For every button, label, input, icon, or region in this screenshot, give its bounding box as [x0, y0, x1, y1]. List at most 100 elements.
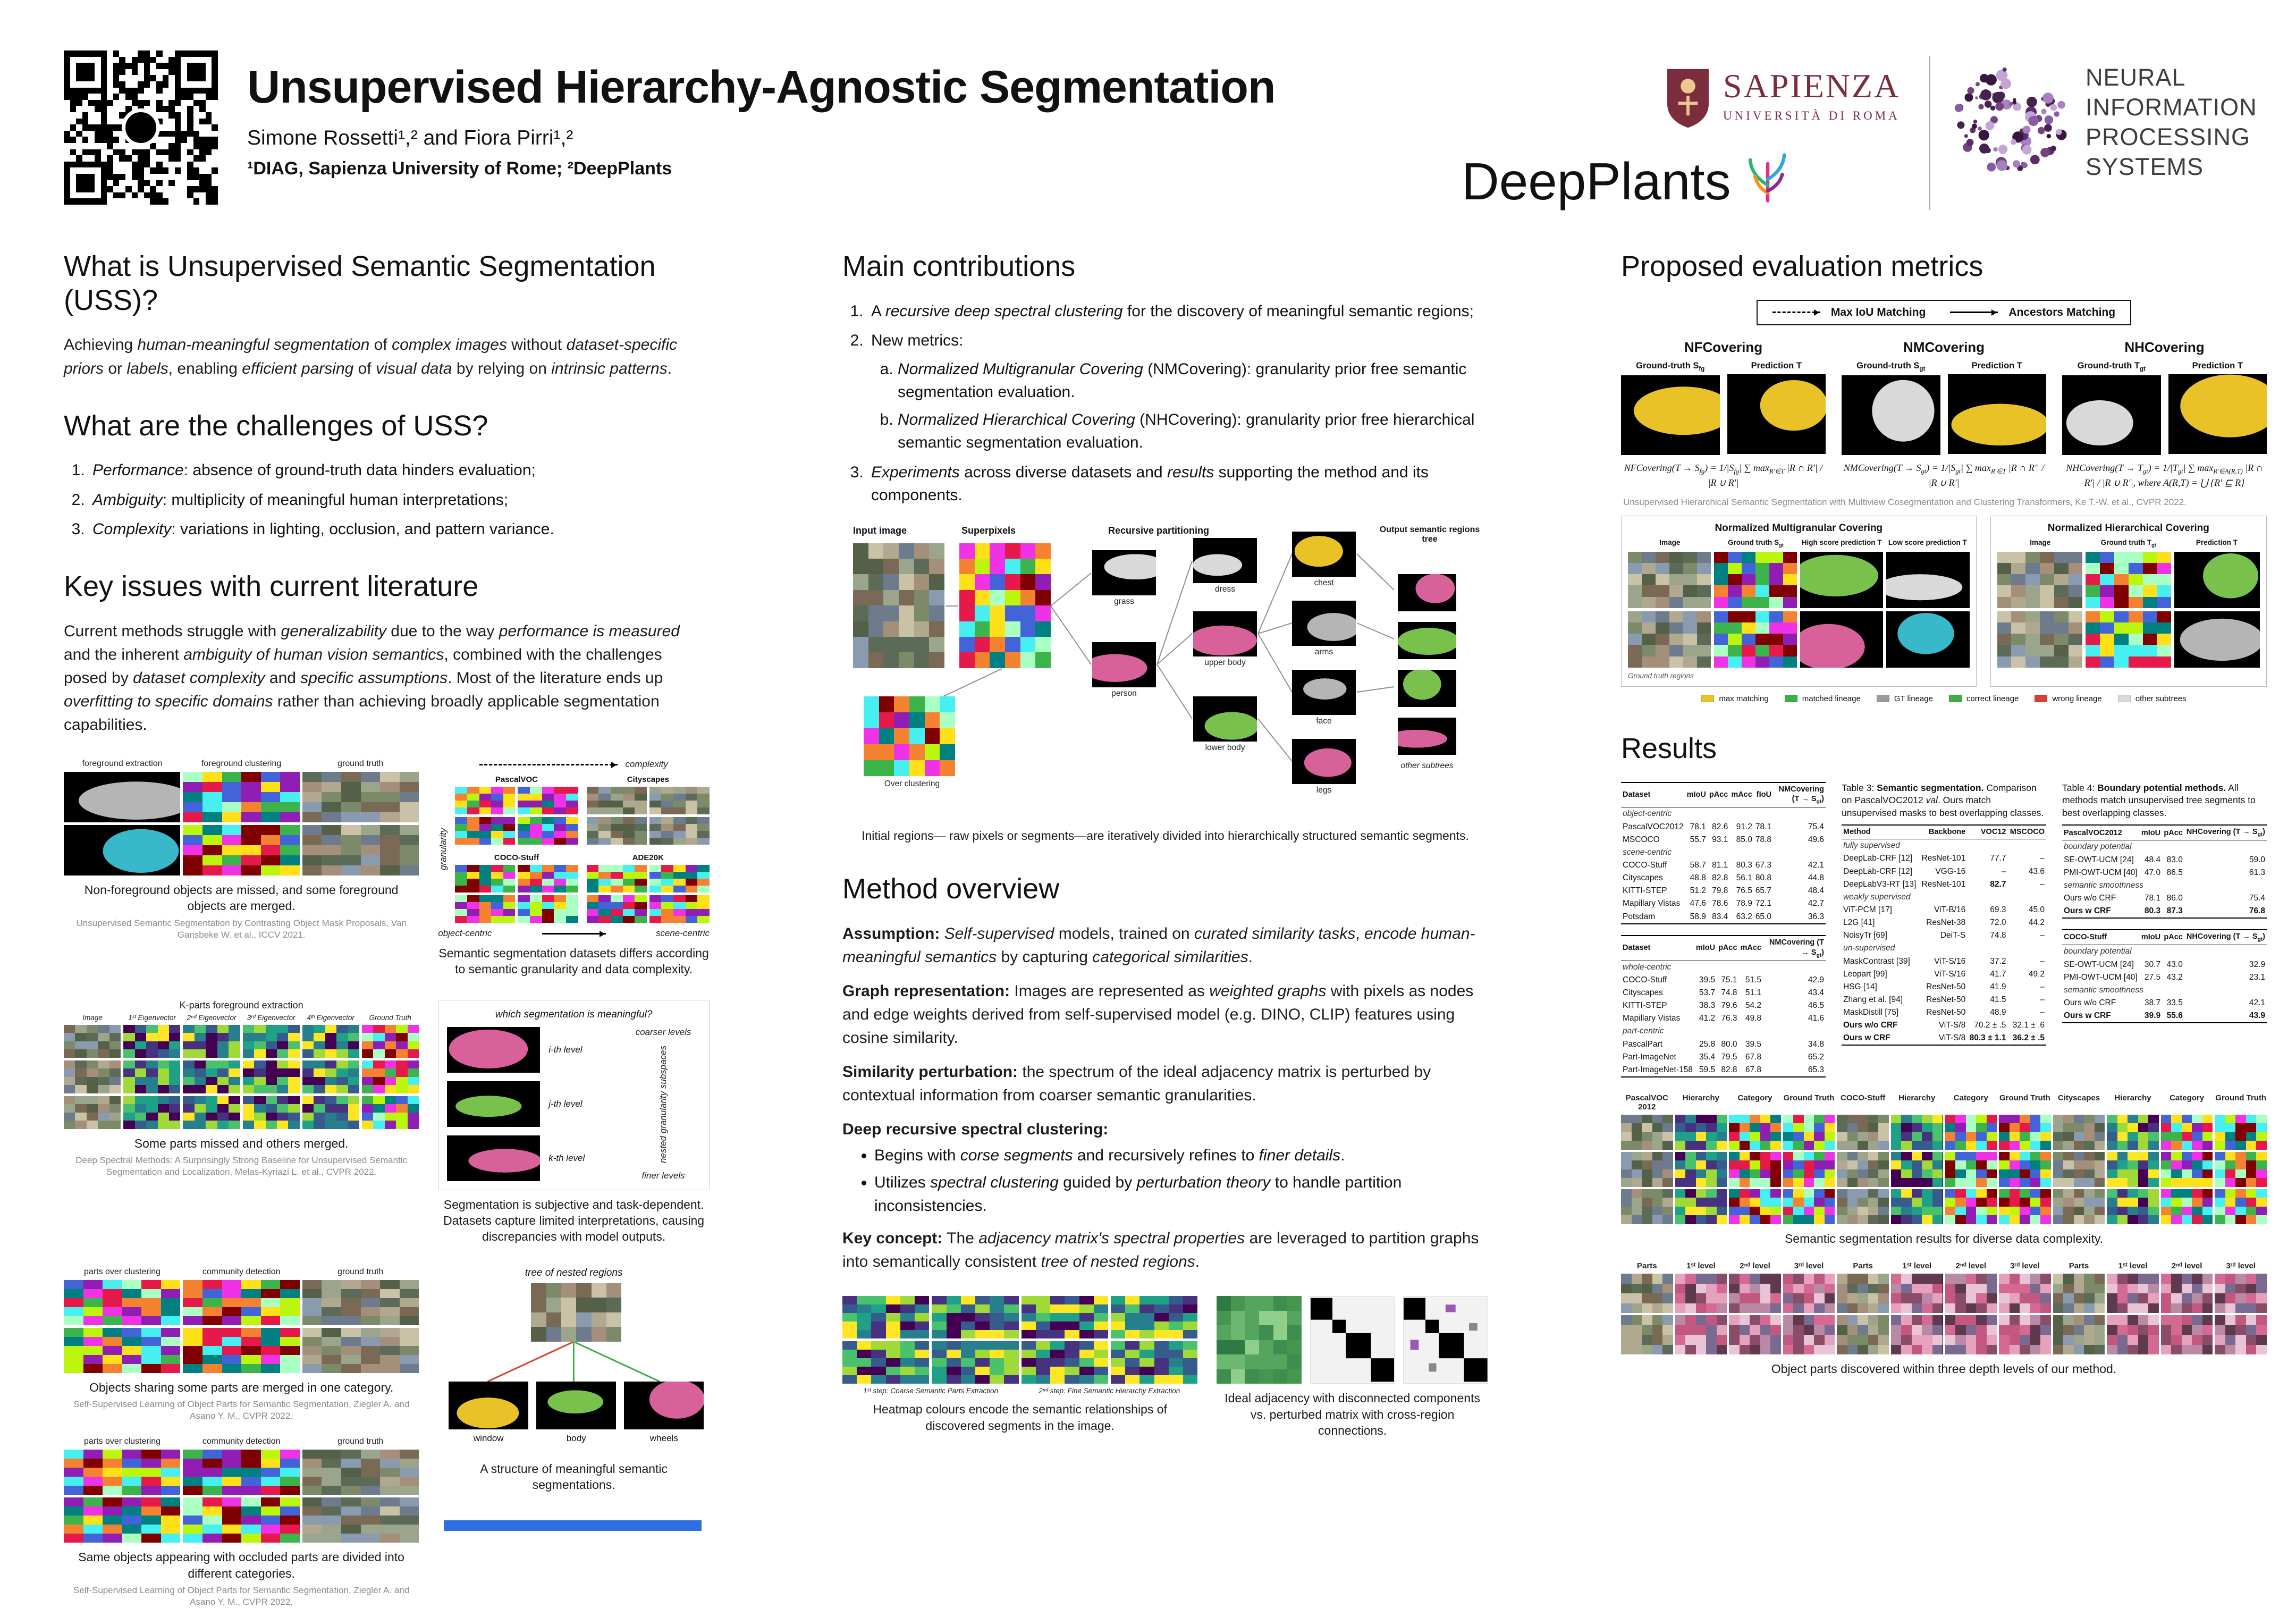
mosaic-cell: [202, 1506, 222, 1516]
qr-module: [64, 142, 70, 149]
mosaic-cell: [122, 1363, 142, 1373]
mosaic-cell: [288, 1024, 300, 1033]
mosaic-cell: [229, 1049, 240, 1058]
mosaic-cell: [479, 824, 492, 831]
mosaic-cell: [98, 1060, 109, 1069]
figure-adjacency: Ideal adjacency with disconnected compon…: [1217, 1296, 1489, 1438]
mosaic-cell: [2160, 1132, 2172, 1141]
mosaic-cell: [598, 831, 611, 838]
region-legs: legs: [1316, 785, 1332, 795]
qr-module: [162, 124, 169, 131]
mosaic-cell: [1093, 1350, 1108, 1359]
mosaic-cell: [467, 807, 479, 815]
mosaic-cell: [598, 794, 611, 801]
centricity-arrow-icon: [542, 930, 606, 937]
qr-module: [212, 63, 218, 69]
mosaic-cell: [1642, 656, 1656, 668]
mosaic-cell: [302, 1085, 314, 1093]
mosaic-cell: [1760, 1151, 1771, 1161]
mosaic-cell: [1035, 590, 1051, 606]
mosaic-cell: [302, 1060, 314, 1069]
mosaic-cell: [360, 1289, 381, 1298]
affiliations: ¹DIAG, Sapienza University of Rome; ²Dee…: [247, 158, 672, 179]
mosaic-cell: [1110, 1358, 1126, 1367]
mosaic-cell: [1110, 1341, 1126, 1350]
mosaic-cell: [1932, 1215, 1943, 1224]
qr-module: [144, 50, 150, 57]
mosaic-cell: [1901, 1206, 1912, 1216]
mosaic-cell: [1868, 1335, 1879, 1345]
mosaic-cell: [1716, 1215, 1727, 1224]
mosaic-cell: [1631, 1206, 1642, 1216]
mosaic-cell: [2225, 1189, 2236, 1198]
mosaic-cell: [1035, 574, 1051, 590]
mosaic-cell: [217, 1033, 229, 1041]
mosaic-cell: [302, 1289, 322, 1298]
mosaic-cell: [141, 1298, 161, 1307]
mosaic-cell: [2040, 1160, 2051, 1169]
mosaic-cell: [202, 865, 222, 876]
mosaic-cell: [1675, 1114, 1686, 1124]
mosaic-cell: [2148, 1274, 2159, 1284]
mosaic-cell: [161, 1486, 181, 1495]
qr-module: [100, 69, 107, 75]
mosaic-cell: [302, 1033, 314, 1041]
contribution-3: Experiments across diverse datasets and …: [868, 461, 1488, 507]
mosaic-cell: [2020, 1293, 2030, 1303]
mosaic-cell: [990, 1296, 1004, 1305]
figure-image: [1837, 1151, 1889, 1187]
mosaic-cell: [399, 1450, 419, 1459]
qr-module: [76, 142, 82, 149]
qr-module: [100, 149, 107, 156]
mosaic-cell: [83, 1345, 103, 1355]
mosaic-cell: [1755, 596, 1770, 608]
mosaic-cell: [1986, 1114, 1997, 1124]
mosaic-cell: [2084, 1335, 2095, 1345]
mosaic-cell: [229, 1033, 240, 1041]
mosaic-cell: [909, 760, 925, 776]
mosaic-cell: [183, 1477, 202, 1486]
mosaic-cell: [302, 1307, 322, 1316]
figure-image: [455, 787, 516, 815]
mosaic-cell: [673, 886, 686, 893]
mosaic-cell: [322, 1327, 341, 1337]
mosaic-cell: [396, 1085, 408, 1093]
mosaic-cell: [1965, 1215, 1977, 1224]
qr-module: [205, 155, 212, 162]
figure-image: [2107, 1114, 2159, 1150]
qr-module: [88, 155, 95, 162]
mosaic-cell: [1230, 1296, 1245, 1311]
qr-module: [138, 155, 144, 162]
mosaic-cell: [1020, 652, 1036, 668]
mosaic-cell: [1695, 1132, 1707, 1141]
mosaic-cell: [1154, 1321, 1169, 1331]
qr-module: [131, 198, 138, 205]
mosaic-cell: [1976, 1189, 1987, 1198]
mosaic-cell: [1728, 634, 1742, 645]
qr-module: [205, 192, 212, 199]
mosaic-cell: [161, 1307, 181, 1316]
mosaic-cell: [360, 1336, 381, 1346]
qr-module: [212, 87, 218, 94]
mosaic-cell: [1814, 1215, 1825, 1224]
mosaic-cell: [123, 1024, 135, 1033]
mosaic-cell: [1890, 1178, 1902, 1187]
mosaic-cell: [960, 1341, 975, 1350]
mosaic-cell: [1287, 1369, 1302, 1384]
mosaic-cell: [2171, 1274, 2182, 1284]
qr-module: [100, 137, 107, 143]
mosaic-cell: [2107, 1189, 2117, 1198]
mosaic-cell: [380, 1345, 400, 1355]
mosaic-cell: [1685, 1178, 1696, 1187]
mosaic-cell: [1093, 1341, 1108, 1350]
mosaic-cell: [1168, 1296, 1184, 1305]
mosaic-cell: [455, 902, 467, 910]
mosaic-cell: [1716, 1303, 1727, 1314]
mosaic-cell: [1183, 1367, 1198, 1376]
mosaic-cell: [565, 824, 578, 831]
mosaic-cell: [2030, 1325, 2041, 1335]
mosaic-cell: [1976, 1293, 1987, 1303]
